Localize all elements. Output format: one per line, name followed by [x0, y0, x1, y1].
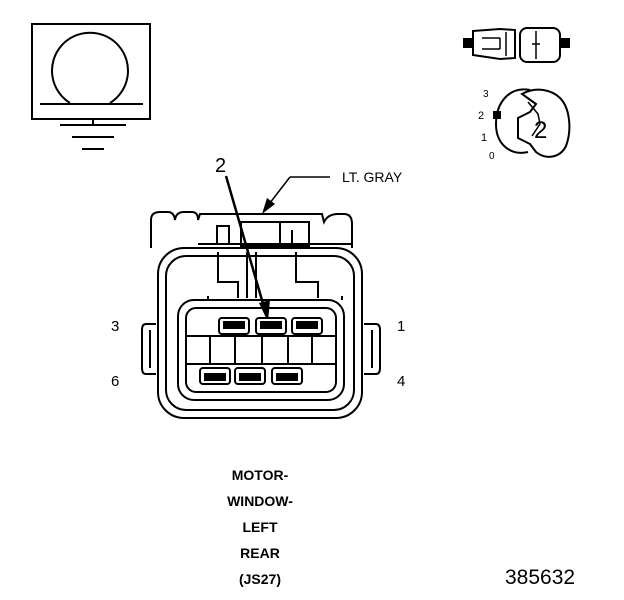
pin-label-top-left: 3: [111, 318, 119, 335]
caption-line-2: WINDOW-: [227, 493, 293, 509]
pin-callout: 2: [215, 155, 270, 322]
wire-color-label: LT. GRAY: [342, 169, 403, 185]
pin-label-top-right: 1: [397, 318, 405, 335]
figure-id: 385632: [505, 566, 576, 589]
pin-label-bottom-left: 6: [111, 373, 119, 390]
terminal-cavities: [199, 317, 323, 385]
pin-label-bottom-right: 4: [397, 373, 405, 390]
wire-color-callout: LT. GRAY: [262, 169, 403, 214]
caption-line-3: LEFT: [242, 519, 278, 535]
rotary-selector-icon: 3 2 1 0 2: [478, 88, 571, 162]
connector-caption: MOTOR- WINDOW- LEFT REAR (JS27): [190, 462, 330, 592]
caption-line-4: REAR: [240, 545, 280, 561]
selector-position-1: 1: [481, 132, 487, 144]
selector-position-0: 0: [489, 151, 495, 162]
selector-position-3: 3: [483, 89, 489, 100]
connector-housing: [141, 211, 381, 419]
connector-side-view-icon: [463, 27, 570, 63]
caption-line-5: (JS27): [238, 571, 282, 587]
selector-position-2: 2: [478, 110, 484, 122]
ground-symbol-icon: [31, 23, 151, 150]
caption-line-1: MOTOR-: [231, 467, 289, 483]
selector-value: 2: [534, 117, 547, 144]
callout-pin-number: 2: [215, 155, 226, 177]
